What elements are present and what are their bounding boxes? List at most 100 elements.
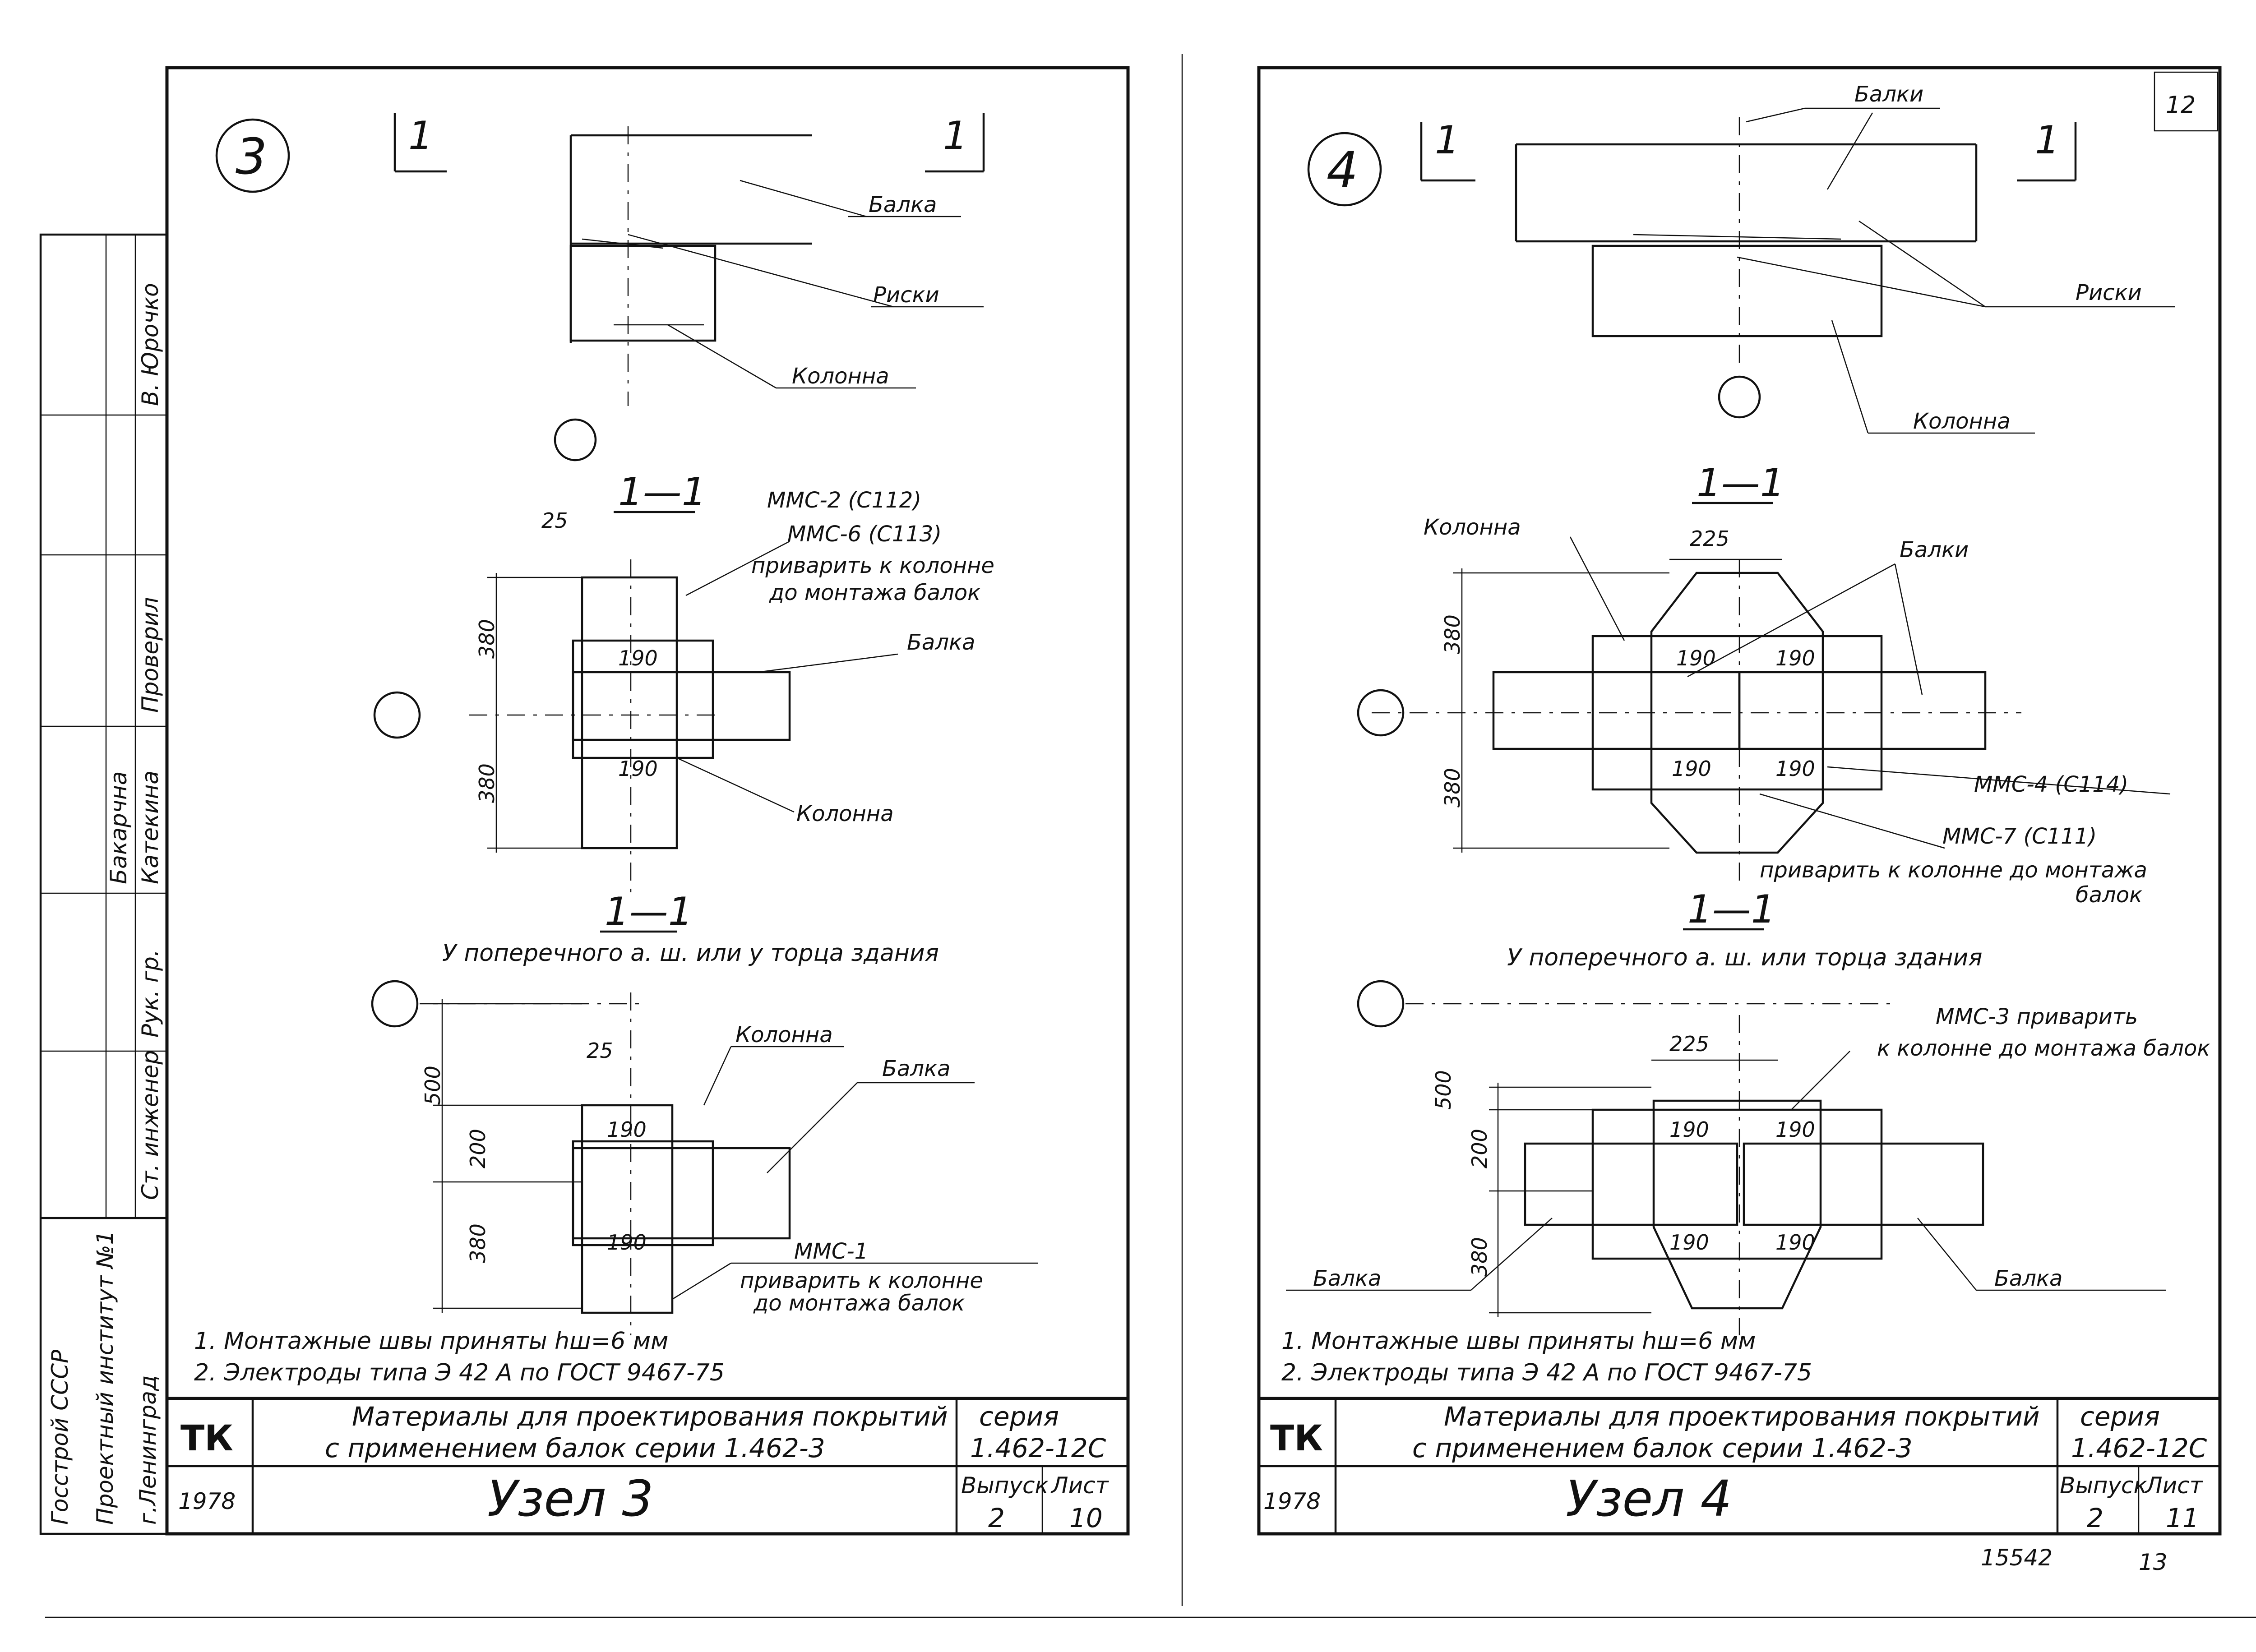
left-issue: 2 xyxy=(988,1503,1005,1533)
node-number-4: 4 xyxy=(1327,141,1358,199)
section2-caption: У поперечного а. ш. или у торца здания xyxy=(442,940,939,967)
right-frame xyxy=(1257,66,2222,1536)
left-issue-label: Выпуск xyxy=(961,1472,1049,1499)
elevation-view-4 xyxy=(1515,107,2175,434)
section1-plan-4 xyxy=(1357,536,2171,884)
right-note-2: 2. Электроды типа Э 42 А по ГОСТ 9467-75 xyxy=(1281,1359,1812,1386)
section1-column: Колонна xyxy=(796,801,894,826)
left-sheet-label: Лист xyxy=(1050,1472,1110,1499)
r-section1-dim-225: 225 xyxy=(1690,526,1729,551)
left-note-2: 2. Электроды типа Э 42 А по ГОСТ 9467-75 xyxy=(194,1359,725,1386)
r-section2-plate-1: ММС-3 приварить xyxy=(1936,1004,2138,1029)
r-section2-beam-left: Балка xyxy=(1313,1266,1381,1291)
r-section1-dim-380-bot: 380 xyxy=(1440,768,1465,808)
svg-text:1: 1 xyxy=(408,113,433,158)
section1-plate-3: приварить к колонне xyxy=(751,553,994,578)
r-section1-plate-1: ММС-4 (С114) xyxy=(1974,772,2128,797)
right-series-label: серия xyxy=(2080,1401,2160,1432)
r-section1-dim-190-b: 190 xyxy=(1775,646,1815,670)
left-year: 1978 xyxy=(178,1488,236,1514)
right-year: 1978 xyxy=(1263,1488,1321,1514)
right-desc-2: с применением балок серии 1.462-3 xyxy=(1412,1433,1913,1463)
left-note-1: 1. Монтажные швы приняты hш=6 мм xyxy=(194,1328,668,1355)
r-section1-plate-4: балок xyxy=(2076,882,2142,908)
section2-plan-3 xyxy=(371,980,1038,1335)
section2-plan-4 xyxy=(1286,980,2166,1335)
section2-dim-380: 380 xyxy=(466,1223,490,1263)
stamp-org-3: г.Ленинград xyxy=(135,1375,161,1525)
right-tk: ТК xyxy=(1270,1418,1323,1459)
r-section2-dim-190-b: 190 xyxy=(1775,1117,1815,1142)
r-section2-dim-380: 380 xyxy=(1467,1237,1492,1277)
label-column-top-4: Колонна xyxy=(1913,409,2011,434)
stamp-org-2: Проектный институт №1 xyxy=(92,1231,118,1525)
r-section1-dim-380-top: 380 xyxy=(1440,614,1465,654)
section2-title: 1—1 xyxy=(605,889,693,934)
right-sheet: 11 xyxy=(2166,1503,2199,1533)
r-section2-dim-500: 500 xyxy=(1431,1070,1456,1110)
label-column-top: Колонна xyxy=(792,364,889,389)
r-section2-beam-right: Балка xyxy=(1994,1266,2062,1291)
r-section1-beams: Балки xyxy=(1900,537,1969,563)
node-number-circle-4 xyxy=(1307,132,1382,207)
section1-plate-2: ММС-6 (С113) xyxy=(787,521,942,547)
right-node: Узел 4 xyxy=(1566,1470,1732,1527)
stamp-name-1: Бакарчна xyxy=(106,771,132,884)
stamp-role-2: Рук. гр. xyxy=(137,949,163,1038)
label-marks: Риски xyxy=(873,282,939,308)
left-frame xyxy=(165,66,1130,1536)
r-section2-title: 1—1 xyxy=(1687,887,1775,932)
right-sheet: 12 4 1 1 xyxy=(1257,66,2222,1575)
section1-dim-190-top: 190 xyxy=(618,646,658,670)
r-section2-dim-190-d: 190 xyxy=(1775,1230,1815,1255)
right-issue-label: Выпуск xyxy=(2060,1472,2147,1499)
node-number: 3 xyxy=(236,128,267,185)
section2-dim-190-top: 190 xyxy=(607,1117,647,1142)
section1-dim-380-top: 380 xyxy=(475,619,499,659)
node-number-circle xyxy=(215,118,290,193)
section2-dim-25: 25 xyxy=(587,1038,613,1063)
left-node: Узел 3 xyxy=(487,1470,653,1527)
r-section2-caption: У поперечного а. ш. или торца здания xyxy=(1507,944,1983,971)
right-note-1: 1. Монтажные швы приняты hш=6 мм xyxy=(1281,1328,1756,1355)
page-number-box xyxy=(2154,71,2219,132)
svg-text:1: 1 xyxy=(2035,118,2060,163)
stamp-role-4: Проверил xyxy=(137,597,163,713)
section-marker-left: 1 xyxy=(393,113,447,173)
section1-beam: Балка xyxy=(907,630,975,655)
section1-title: 1—1 xyxy=(618,470,706,515)
right-series: 1.462-12С xyxy=(2071,1433,2207,1463)
section1-dim-190-bot: 190 xyxy=(618,757,658,781)
r-section2-dim-190-c: 190 xyxy=(1669,1230,1709,1255)
label-beam-top: Балка xyxy=(869,192,937,217)
section1-plate-1: ММС-2 (С112) xyxy=(767,488,921,513)
right-title-block: ТК Материалы для проектирования покрытий… xyxy=(1259,1397,2220,1534)
section1-plan-3 xyxy=(373,540,898,898)
stamp-role-1: Ст. инженер xyxy=(137,1050,163,1200)
r-section2-dim-200: 200 xyxy=(1467,1129,1492,1168)
stamp-org-1: Госстрой СССР xyxy=(47,1349,73,1525)
section-marker-left-4: 1 xyxy=(1420,118,1475,182)
stamp-name-2: Катекина xyxy=(137,771,163,884)
r-section1-title: 1—1 xyxy=(1697,461,1784,506)
section2-dim-500: 500 xyxy=(421,1066,445,1105)
section2-plate-2: приварить к колонне xyxy=(740,1268,983,1293)
label-marks-4: Риски xyxy=(2076,280,2142,305)
svg-text:1: 1 xyxy=(1435,118,1460,163)
left-sheet: 10 xyxy=(1069,1503,1103,1533)
r-section1-plate-2: ММС-7 (С111) xyxy=(1942,824,2097,849)
footer-page: 13 xyxy=(2139,1549,2168,1575)
page-number: 12 xyxy=(2166,92,2196,119)
right-issue: 2 xyxy=(2087,1503,2103,1533)
section1-dim-380-bot: 380 xyxy=(475,763,499,803)
section-marker-right-4: 1 xyxy=(2017,118,2077,182)
section2-dim-190-bot: 190 xyxy=(607,1230,647,1255)
section-marker-right: 1 xyxy=(925,113,985,173)
r-section1-dim-190-c: 190 xyxy=(1672,757,1711,781)
stamp-name-3: В. Юрочко xyxy=(137,283,163,406)
r-section1-dim-190-a: 190 xyxy=(1676,646,1716,670)
r-section2-dim-225: 225 xyxy=(1669,1032,1709,1056)
left-series: 1.462-12С xyxy=(970,1433,1106,1463)
r-section2-dim-190-a: 190 xyxy=(1669,1117,1709,1142)
